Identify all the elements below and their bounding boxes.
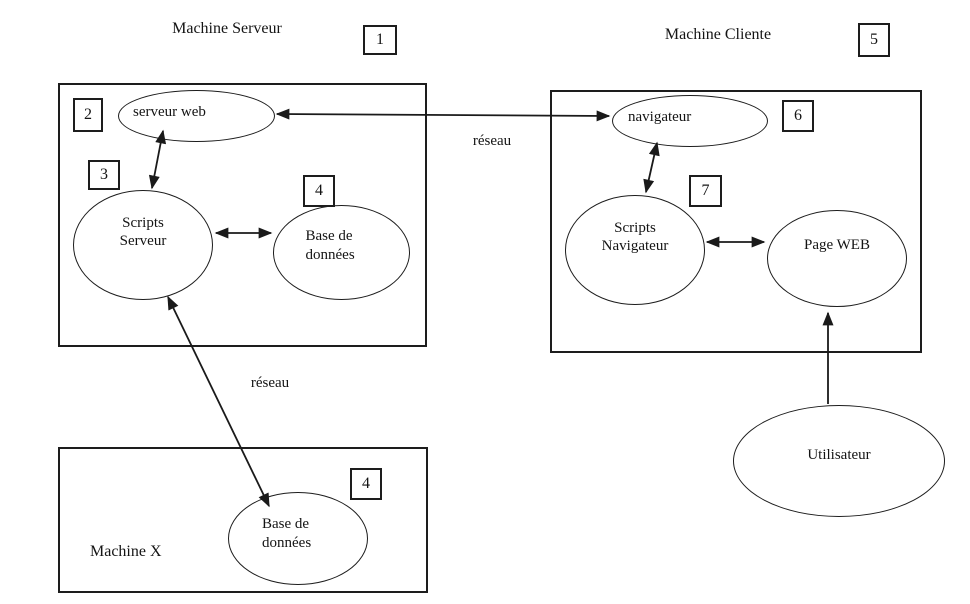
step-badge-5: 5 xyxy=(858,23,890,57)
web-server-label: serveur web xyxy=(133,103,206,120)
step-badge-1: 1 xyxy=(363,25,397,55)
client-machine-box xyxy=(550,90,922,353)
browser-node: navigateur xyxy=(612,95,768,147)
user-label: Utilisateur xyxy=(807,446,871,463)
browser-label: navigateur xyxy=(628,108,692,125)
machine-x-database-node: Base de données xyxy=(228,492,368,585)
machine-x-database-label: Base de données xyxy=(262,516,312,551)
step-badge-3: 3 xyxy=(88,160,120,190)
client-machine-title: Machine Cliente xyxy=(664,26,772,43)
step-badge-2: 2 xyxy=(73,98,103,132)
browser-scripts-node: Scripts Navigateur xyxy=(565,195,705,305)
web-server-node: serveur web xyxy=(118,90,275,142)
step-badge-7: 7 xyxy=(689,175,722,207)
step-badge-6: 6 xyxy=(782,100,814,132)
machine-x-title: Machine X xyxy=(90,543,162,560)
server-machine-title: Machine Serveur xyxy=(172,20,282,37)
web-page-label: Page WEB xyxy=(804,237,870,254)
server-database-node: Base de données xyxy=(273,205,410,300)
server-database-label: Base de données xyxy=(305,228,355,263)
network-label-bottom: réseau xyxy=(250,375,290,391)
user-node: Utilisateur xyxy=(733,405,945,517)
server-scripts-node: Scripts Serveur xyxy=(73,190,213,300)
step-badge-4-machine-x: 4 xyxy=(350,468,382,500)
network-label-top: réseau xyxy=(472,133,512,149)
step-badge-4-server: 4 xyxy=(303,175,335,207)
web-page-node: Page WEB xyxy=(767,210,907,307)
server-scripts-label: Scripts Serveur xyxy=(119,214,167,249)
browser-scripts-label: Scripts Navigateur xyxy=(601,219,669,254)
